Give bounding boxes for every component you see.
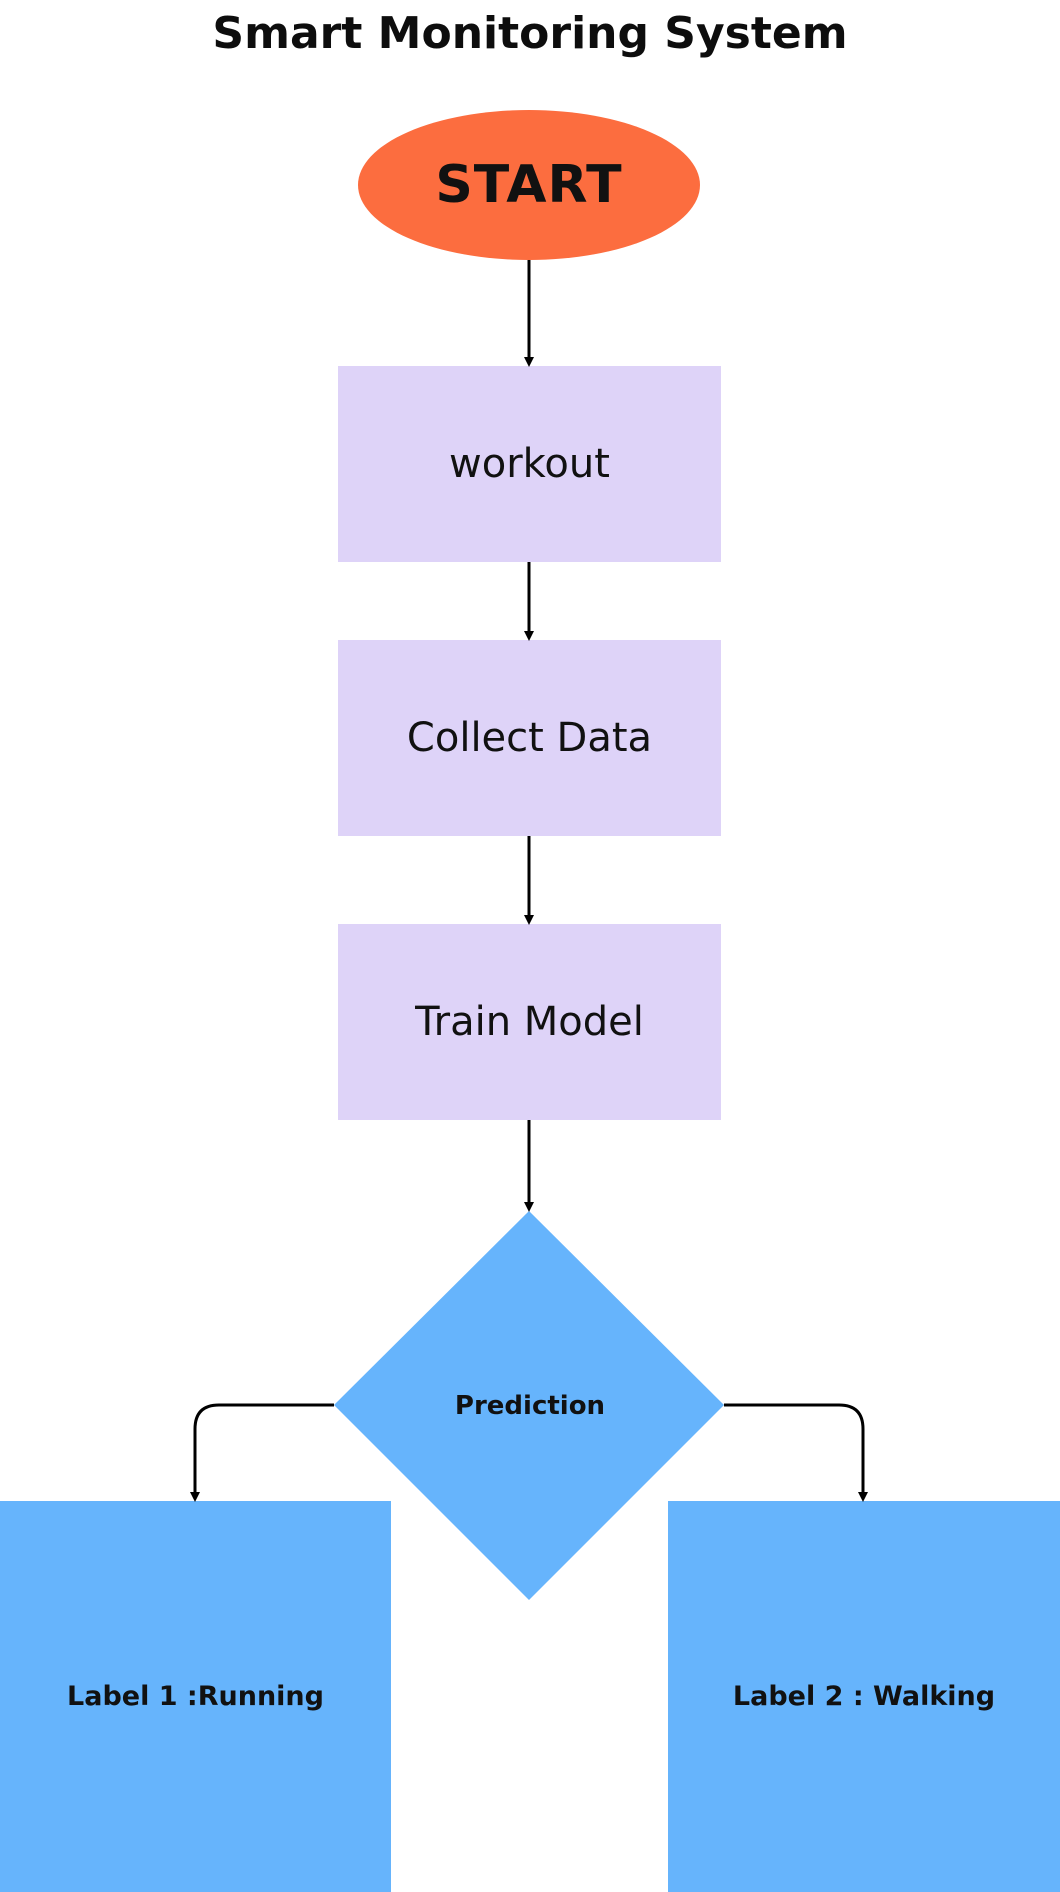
start-label: START (435, 155, 623, 215)
label-walking-node (668, 1501, 1060, 1892)
diagram-title: Smart Monitoring System (212, 8, 848, 59)
arrow-prediction-to-running (190, 1403, 334, 1502)
train-model-label: Train Model (415, 999, 644, 1045)
workout-node (338, 366, 721, 562)
label-running-node (0, 1501, 391, 1892)
prediction-decision-node (334, 1211, 724, 1600)
start-node (358, 110, 700, 260)
collect-data-label: Collect Data (406, 715, 653, 761)
label-walking-text: Label 2 : Walking (732, 1681, 996, 1712)
train-model-node (338, 924, 721, 1120)
collect-data-node (338, 640, 721, 836)
prediction-label: Prediction (454, 1391, 606, 1421)
arrow-prediction-to-walking (724, 1403, 868, 1502)
label-running-text: Label 1 :Running (67, 1681, 324, 1712)
workout-label: workout (449, 441, 610, 487)
